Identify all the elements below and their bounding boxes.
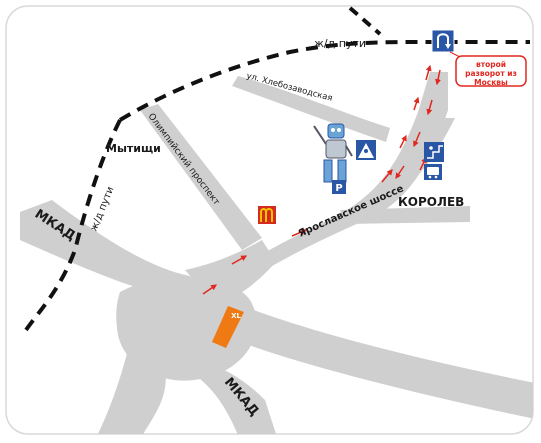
xl-store-icon: XL xyxy=(212,306,244,348)
u-turn-callout: второй разворот из Москвы xyxy=(449,51,527,87)
mytishchi-label: Мытищи xyxy=(106,142,161,155)
pedestrian-crossing-icon xyxy=(356,140,376,160)
mkad-road xyxy=(20,200,533,434)
khlebozavodskaya-road xyxy=(232,76,390,142)
underpass-icon xyxy=(424,142,444,162)
xl-store-label: XL xyxy=(231,312,241,320)
route-arrows xyxy=(202,64,441,295)
parking-icon: P xyxy=(332,180,346,194)
korolev-branch-road xyxy=(340,206,470,224)
railway-spur xyxy=(348,6,382,36)
korolev-label: КОРОЛЕВ xyxy=(398,195,464,209)
railway-left xyxy=(24,119,122,332)
olympic-prospect-road xyxy=(140,104,262,250)
u-turn-sign-icon xyxy=(431,29,455,53)
railway-top xyxy=(118,40,530,122)
u-turn-note: второй разворот из Москвы xyxy=(465,60,517,85)
robot-mascot-icon xyxy=(313,123,353,183)
parking-label: P xyxy=(335,183,342,194)
railway-top-label: ж/д пути xyxy=(314,37,366,50)
bus-stop-icon xyxy=(424,164,442,180)
mcdonalds-icon xyxy=(258,206,276,224)
